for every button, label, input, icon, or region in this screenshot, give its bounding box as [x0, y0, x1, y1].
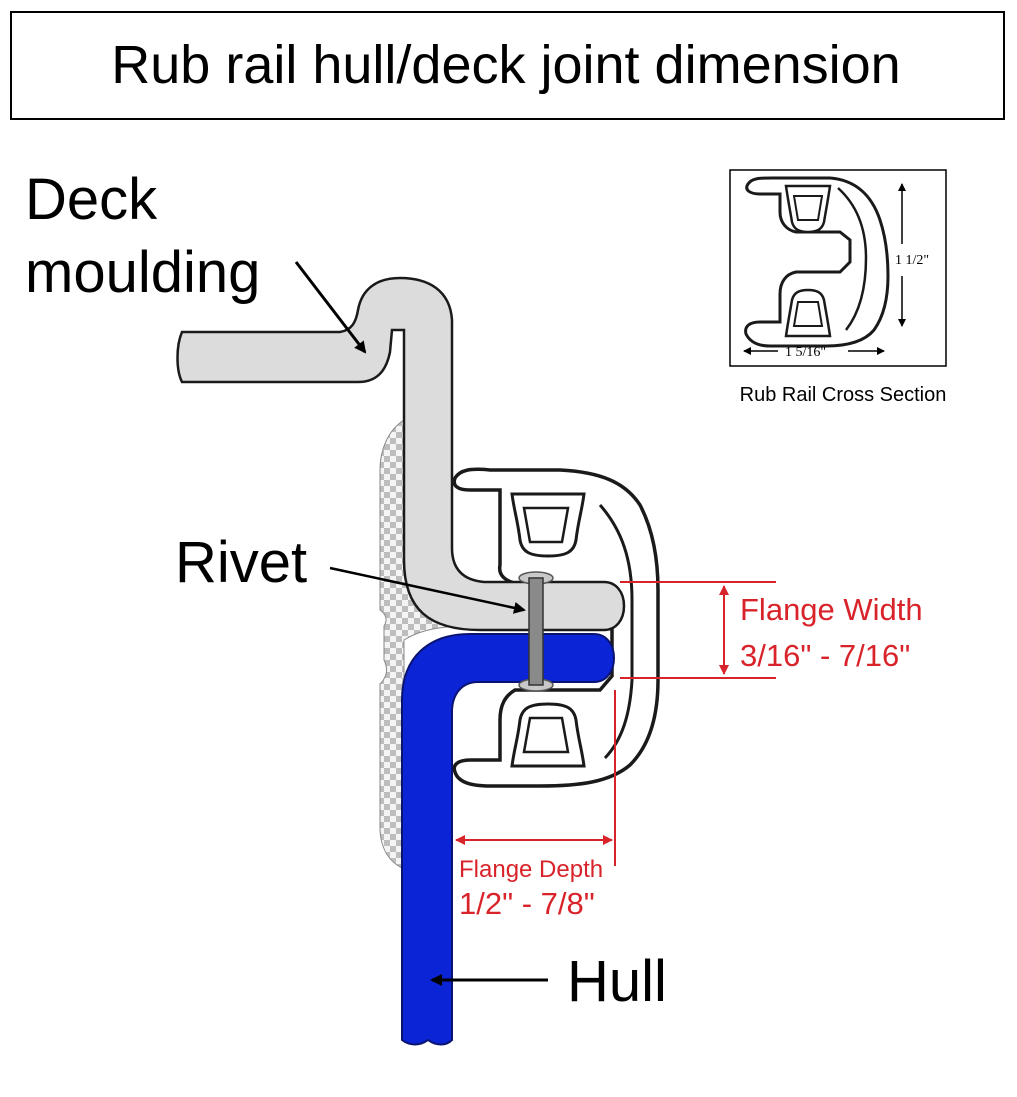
- cross-section-inset: [729, 169, 947, 367]
- flange-width-dimension: [620, 581, 776, 679]
- diagram-title: Rub rail hull/deck joint dimension: [111, 35, 900, 95]
- flange-depth-label: Flange Depth: [459, 856, 603, 883]
- flange-depth-value: 1/2" - 7/8": [459, 886, 595, 921]
- deck-moulding-shape: [176, 276, 626, 632]
- flange-depth-dimension: [455, 690, 616, 866]
- inset-caption: Rub Rail Cross Section: [740, 384, 947, 406]
- title-box: Rub rail hull/deck joint dimension: [10, 11, 1005, 120]
- rivet-pointer-arrow: [329, 566, 526, 614]
- inset-width-dimension: 1 5/16": [785, 345, 826, 360]
- hull-shape: [401, 633, 616, 1046]
- inset-height-dimension: 1 1/2": [895, 253, 929, 268]
- rivet-shape: [518, 571, 554, 692]
- rub-rail-profile: [452, 467, 660, 788]
- deck-label-line2: moulding: [25, 240, 260, 305]
- flange-width-label: Flange Width: [740, 592, 923, 627]
- deck-pointer-arrow: [294, 261, 367, 354]
- flange-width-value: 3/16" - 7/16": [740, 638, 910, 673]
- hull-label: Hull: [567, 949, 667, 1014]
- rivet-label: Rivet: [175, 530, 307, 595]
- deck-label-line1: Deck: [25, 167, 158, 232]
